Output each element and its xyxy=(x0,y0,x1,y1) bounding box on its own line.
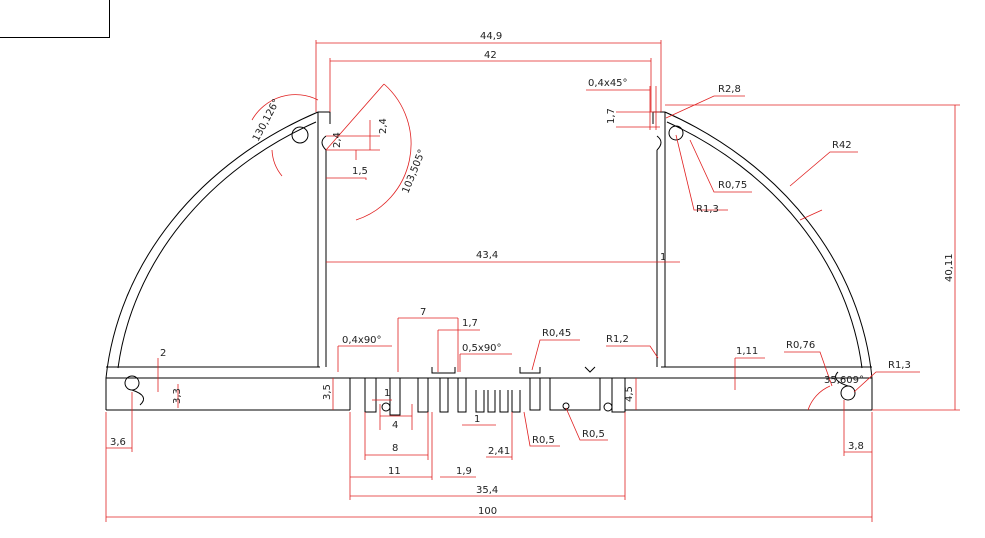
dim-1-9: 1,9 xyxy=(456,466,472,477)
dim-r0-76: R0,76 xyxy=(786,340,815,351)
dim-r2-8: R2,8 xyxy=(718,84,741,95)
dim-2-4-b: 2,4 xyxy=(378,118,389,134)
dim-11: 11 xyxy=(388,466,401,477)
dim-103-505: 103,505° xyxy=(401,148,429,195)
dim-3-6: 3,6 xyxy=(110,437,126,448)
dim-1-small: 1 xyxy=(384,388,390,399)
dim-0-5x90: 0,5x90° xyxy=(462,343,502,354)
dim-2: 2 xyxy=(160,348,166,359)
dim-4: 4 xyxy=(392,420,398,431)
dim-8: 8 xyxy=(392,443,398,454)
dim-1-5: 1,5 xyxy=(352,166,368,177)
dim-40-11: 40,11 xyxy=(944,253,955,282)
dimension-labels: 44,9 42 0,4x45° 1,7 R2,8 130,126° 2,4 2,… xyxy=(110,31,955,517)
dim-0-4x90: 0,4x90° xyxy=(342,335,382,346)
inner-arc-right xyxy=(666,121,863,369)
dim-3-5: 3,5 xyxy=(322,384,333,400)
dim-2-4-a: 2,4 xyxy=(332,132,343,148)
dim-3-3: 3,3 xyxy=(172,388,183,404)
dim-r1-3-bottom: R1,3 xyxy=(888,360,911,371)
dim-100: 100 xyxy=(478,506,497,517)
dim-3-8: 3,8 xyxy=(848,441,864,452)
dim-1-7-mid: 1,7 xyxy=(462,318,478,329)
dim-7: 7 xyxy=(420,307,426,318)
dim-r0-45: R0,45 xyxy=(542,328,571,339)
dim-1-11: 1,11 xyxy=(736,346,758,357)
dim-43-4: 43,4 xyxy=(476,250,498,261)
dim-r0-5-a: R0,5 xyxy=(532,435,555,446)
dimension-lines xyxy=(105,40,960,522)
inner-arc-left xyxy=(117,121,317,369)
dim-35-4: 35,4 xyxy=(476,485,498,496)
dim-1-center: 1 xyxy=(474,414,480,425)
dim-r0-5-b: R0,5 xyxy=(582,429,605,440)
dim-0-4x45: 0,4x45° xyxy=(588,78,628,89)
dim-1-right: 1 xyxy=(660,252,666,263)
dim-44-9: 44,9 xyxy=(480,31,502,42)
dim-1-7-top: 1,7 xyxy=(606,108,617,124)
profile-outline xyxy=(105,111,873,416)
dim-2-41: 2,41 xyxy=(488,446,510,457)
dim-130-126: 130,126° xyxy=(251,97,282,143)
dim-r1-3-top: R1,3 xyxy=(696,204,719,215)
title-block-frame xyxy=(0,0,110,38)
dim-35-609: 35,609° xyxy=(824,375,864,386)
dim-r0-75: R0,75 xyxy=(718,180,747,191)
dim-42: 42 xyxy=(484,50,497,61)
outer-arc-right xyxy=(664,111,873,379)
dim-r42: R42 xyxy=(832,140,852,151)
dim-4-5: 4,5 xyxy=(624,386,635,402)
outer-arc xyxy=(105,111,319,379)
dim-r1-2: R1,2 xyxy=(606,334,629,345)
